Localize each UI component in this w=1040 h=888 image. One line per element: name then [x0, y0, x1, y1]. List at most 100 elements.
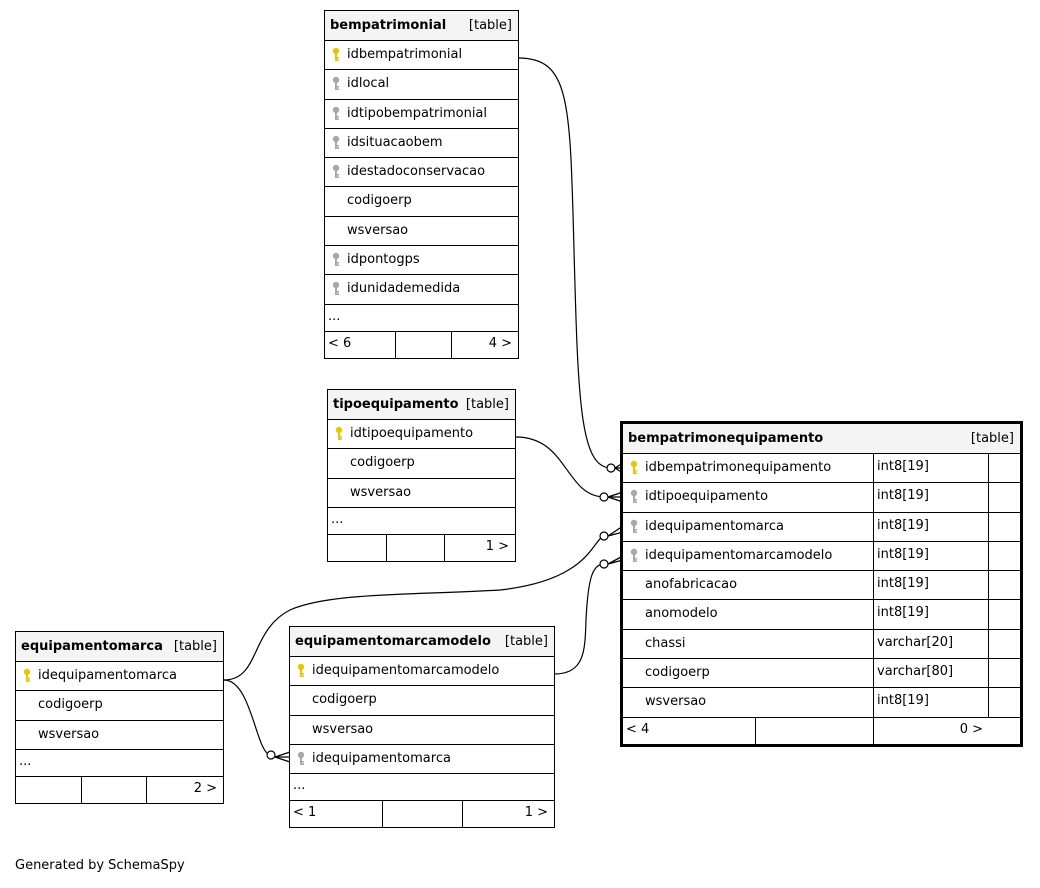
column-name: idbempatrimonequipamento	[645, 460, 832, 475]
column-list: idbempatrimonial idlocal idtipobempatrimon…	[325, 41, 518, 305]
table-bempatrimonequipamento[interactable]: bempatrimonequipamento [table] idbempatr…	[620, 421, 1023, 747]
primary-key-icon	[22, 668, 32, 684]
zero-cardinality-circle	[266, 750, 276, 760]
footer-parents-cell: < 4	[623, 718, 755, 744]
table-name: bempatrimonial	[330, 18, 447, 33]
column-type: int8[19]	[873, 600, 989, 629]
column-row[interactable]: idlocal	[325, 70, 518, 100]
column-row[interactable]: idunidademedida	[325, 275, 518, 305]
footer-children-cell: 1 >	[444, 534, 515, 561]
primary-key-icon	[629, 460, 639, 476]
column-name: idequipamentomarca	[38, 668, 177, 683]
column-row[interactable]: idestadoconservacao	[325, 158, 518, 188]
column-row[interactable]: anomodelo int8[19]	[623, 600, 1020, 630]
column-row[interactable]: codigoerp	[16, 691, 223, 721]
column-row[interactable]: codigoerp varchar[80]	[623, 659, 1020, 689]
column-row[interactable]: codigoerp	[290, 686, 554, 716]
column-type: varchar[20]	[873, 629, 989, 659]
table-tag: [table]	[468, 18, 512, 33]
table-name: equipamentomarcamodelo	[295, 634, 491, 649]
column-name: idtipobempatrimonial	[347, 105, 488, 121]
footer-children-cell: 1 >	[462, 801, 554, 828]
column-name: wsversao	[347, 222, 409, 238]
footer-parents-cell	[16, 777, 81, 803]
column-row[interactable]: wsversao	[325, 217, 518, 247]
column-list: idtipoequipamento codigoerp wsversao	[328, 420, 515, 508]
edge-tipoequipamento-to-bempatrimonequipamento	[515, 436, 606, 498]
table-equipamentomarcamodelo[interactable]: equipamentomarcamodelo [table] idequipam…	[289, 626, 555, 829]
column-row[interactable]: codigoerp	[328, 449, 515, 479]
table-footer: < 4 0 >	[623, 717, 1020, 744]
column-row[interactable]: wsversao	[16, 721, 223, 750]
foreign-key-icon	[331, 76, 341, 92]
column-row[interactable]: idequipamentomarcamodelo	[290, 657, 554, 687]
table-header: bempatrimonial [table]	[325, 11, 518, 41]
foreign-key-icon	[296, 751, 306, 767]
column-name: codigoerp	[350, 455, 415, 471]
column-row[interactable]: idbempatrimonial	[325, 41, 518, 71]
column-name: idlocal	[347, 76, 390, 92]
column-row[interactable]: idtipoequipamento	[328, 420, 515, 450]
foreign-key-icon	[331, 252, 341, 268]
table-footer: < 6 4 >	[325, 331, 518, 358]
table-tag: [table]	[970, 431, 1014, 446]
footer-middle-cell	[755, 717, 873, 744]
table-tipoequipamento[interactable]: tipoequipamento [table] idtipoequipament…	[327, 389, 516, 562]
more-columns-row: ...	[325, 305, 518, 332]
more-ellipsis: ...	[328, 308, 341, 324]
generated-by-label: Generated by SchemaSpy	[15, 858, 185, 873]
column-name: wsversao	[38, 726, 100, 742]
footer-middle-cell	[382, 801, 462, 828]
table-tag: [table]	[504, 634, 548, 649]
column-row[interactable]: idsituacaobem	[325, 129, 518, 159]
column-row[interactable]: idequipamentomarca	[16, 662, 223, 692]
footer-children-cell: 2 >	[146, 776, 223, 803]
footer-middle-cell	[386, 534, 444, 561]
primary-key-icon	[331, 47, 341, 63]
foreign-key-icon	[331, 164, 341, 180]
primary-key-icon	[334, 426, 344, 442]
table-equipamentomarca[interactable]: equipamentomarca [table] idequipamentoma…	[15, 631, 224, 804]
footer-children-cell: 0 >	[873, 717, 989, 744]
column-name: anomodelo	[645, 606, 718, 622]
zero-cardinality-circle	[599, 492, 609, 502]
column-name: idsituacaobem	[347, 134, 443, 150]
column-type: int8[19]	[873, 512, 989, 541]
zero-cardinality-circle	[599, 531, 609, 541]
table-footer: < 1 1 >	[290, 801, 554, 828]
foreign-key-icon	[629, 519, 639, 535]
primary-key-icon	[296, 663, 306, 679]
column-row[interactable]: idequipamentomarca int8[19]	[623, 512, 1020, 542]
column-name: idpontogps	[347, 252, 420, 268]
table-name: bempatrimonequipamento	[628, 431, 824, 446]
column-row[interactable]: idpontogps	[325, 246, 518, 276]
column-row[interactable]: idtipobempatrimonial	[325, 100, 518, 129]
table-name: tipoequipamento	[333, 397, 459, 412]
column-type: varchar[80]	[873, 659, 989, 688]
column-name: codigoerp	[347, 193, 412, 209]
parents-count: < 1	[293, 805, 317, 821]
column-name: idtipoequipamento	[645, 489, 769, 505]
foreign-key-icon	[331, 281, 341, 297]
edge-bempatrimonial-to-bempatrimonequipamento	[517, 57, 612, 469]
column-row[interactable]: codigoerp	[325, 187, 518, 217]
foreign-key-icon	[331, 135, 341, 151]
more-columns-row: ...	[290, 774, 554, 802]
column-name: codigoerp	[645, 665, 710, 681]
foreign-key-icon	[331, 106, 341, 122]
column-name: idequipamentomarca	[645, 518, 784, 534]
column-row[interactable]: idequipamentomarca	[290, 745, 554, 775]
column-name: idequipamentomarca	[312, 750, 451, 766]
zero-cardinality-circle	[606, 463, 616, 473]
column-row[interactable]: idtipoequipamento int8[19]	[623, 483, 1020, 513]
column-type: int8[19]	[873, 483, 989, 512]
column-row[interactable]: wsversao	[290, 716, 554, 745]
footer-middle-cell	[395, 331, 451, 358]
column-row[interactable]: wsversao	[328, 479, 515, 508]
